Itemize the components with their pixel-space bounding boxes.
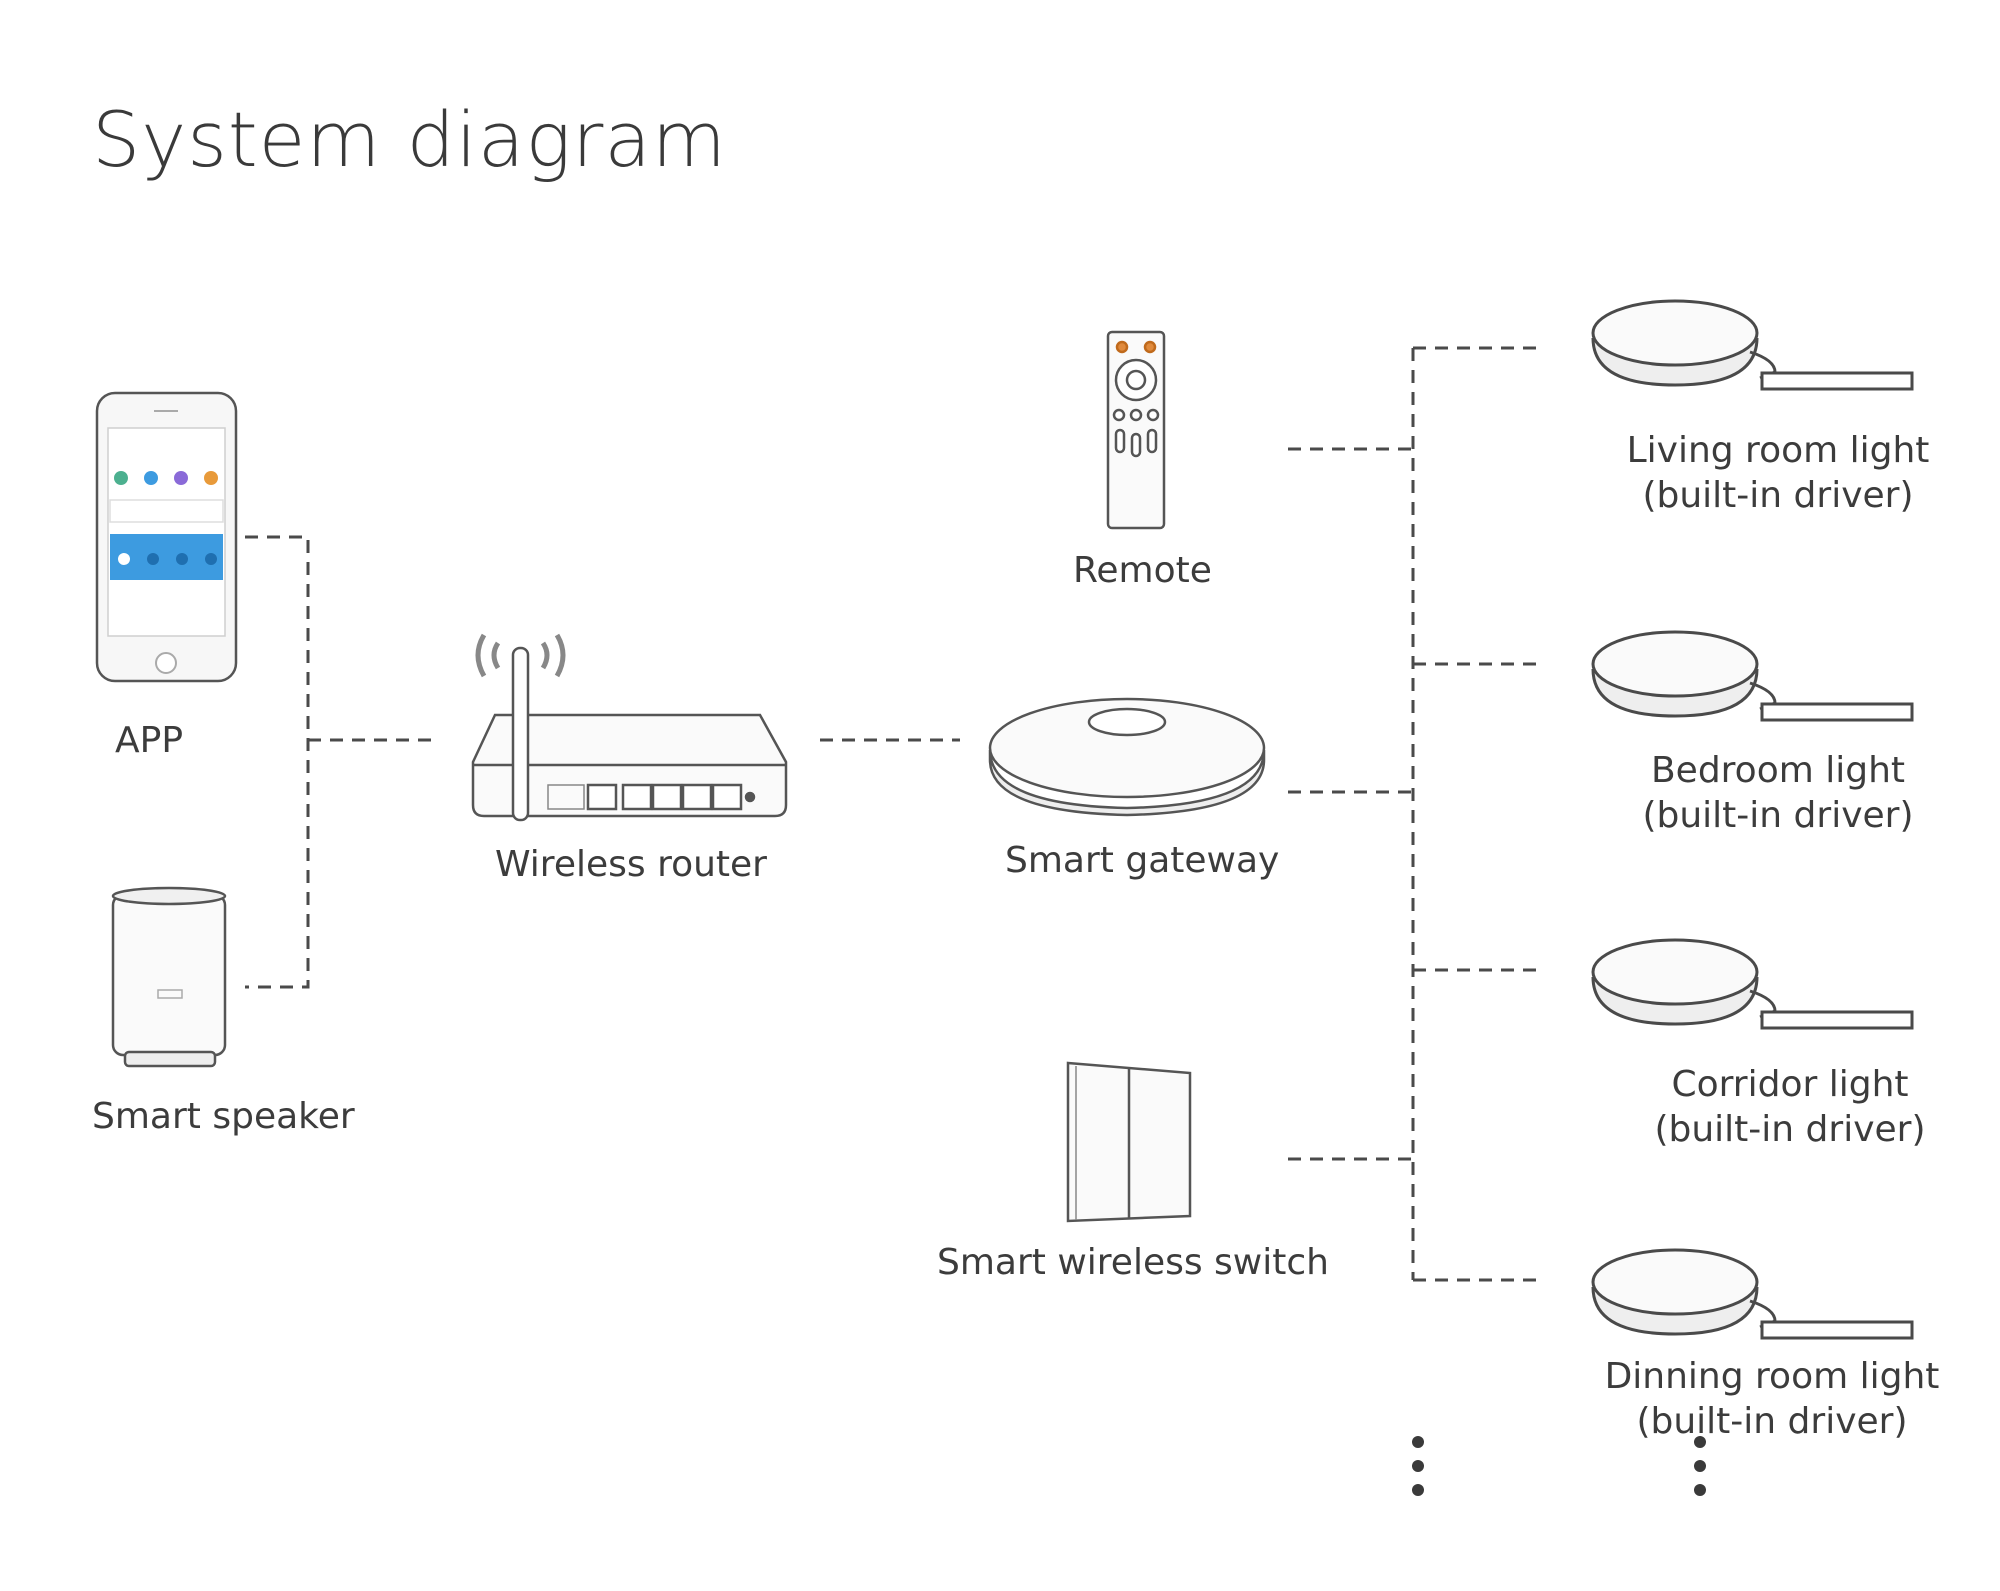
light-icon-1 (1591, 299, 1914, 391)
light-label-2: Bedroom light (built-in driver) (1608, 748, 1948, 838)
switch-icon (1066, 1061, 1192, 1223)
light-sub: (built-in driver) (1636, 1401, 1908, 1442)
light-icon-2 (1591, 630, 1914, 722)
connector-lines (245, 346, 1540, 1282)
light-sub: (built-in driver) (1642, 795, 1914, 836)
router-label: Wireless router (495, 844, 767, 885)
gateway-icon (988, 697, 1266, 817)
router-icon (471, 633, 788, 822)
remote-label: Remote (1073, 550, 1212, 591)
app-label: APP (115, 720, 184, 761)
light-label-1: Living room light (built-in driver) (1608, 428, 1948, 518)
light-icon-3 (1591, 938, 1914, 1030)
light-label-4: Dinning room light (built-in driver) (1602, 1354, 1942, 1444)
light-name: Corridor light (1671, 1064, 1909, 1105)
phone-icon (95, 391, 238, 683)
light-name: Dinning room light (1604, 1356, 1940, 1397)
remote-icon (1106, 330, 1166, 530)
more-dots-icon (1412, 1436, 1706, 1496)
light-sub: (built-in driver) (1642, 475, 1914, 516)
light-sub: (built-in driver) (1654, 1109, 1926, 1150)
switch-label: Smart wireless switch (937, 1242, 1329, 1283)
light-name: Bedroom light (1650, 750, 1906, 791)
page-title: System diagram (92, 95, 727, 184)
light-name: Living room light (1626, 430, 1930, 471)
speaker-label: Smart speaker (92, 1096, 355, 1137)
light-icon-4 (1591, 1248, 1914, 1340)
light-label-3: Corridor light (built-in driver) (1620, 1062, 1960, 1152)
gateway-label: Smart gateway (1005, 840, 1280, 881)
speaker-icon (111, 886, 227, 1068)
line-app-to-hub (245, 535, 310, 989)
